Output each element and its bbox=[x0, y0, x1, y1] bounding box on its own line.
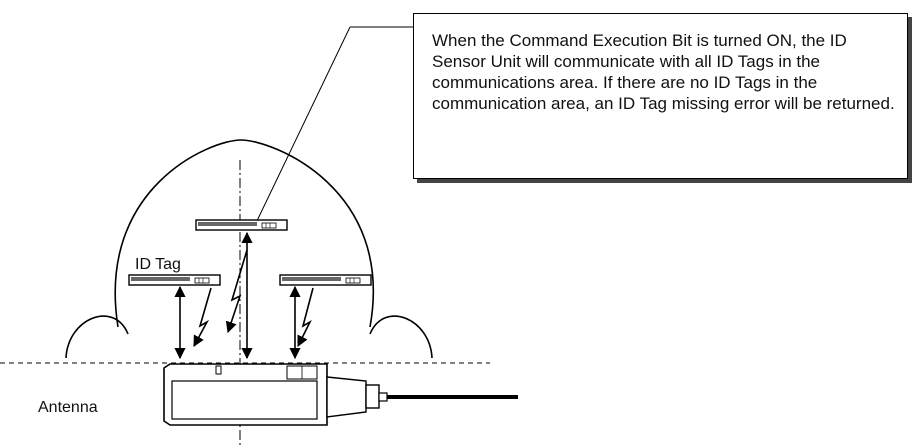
id-tag-label: ID Tag bbox=[135, 256, 181, 273]
signal-bolt-left bbox=[193, 287, 212, 347]
signal-bolt-right bbox=[297, 287, 314, 348]
id-tag-top bbox=[195, 219, 288, 231]
side-lobe-left bbox=[65, 315, 129, 359]
communication-area-boundary bbox=[114, 139, 374, 328]
antenna-body bbox=[163, 363, 328, 426]
id-tag-left bbox=[128, 274, 221, 286]
side-lobe-right bbox=[369, 315, 433, 359]
callout-leader-line bbox=[254, 26, 351, 226]
antenna-cable bbox=[326, 376, 518, 418]
antenna-label: Antenna bbox=[38, 399, 98, 416]
id-tag-right bbox=[279, 274, 372, 286]
callout-box: When the Command Execution Bit is turned… bbox=[413, 13, 908, 179]
callout-text: When the Command Execution Bit is turned… bbox=[432, 31, 895, 113]
signal-bolt-center bbox=[225, 249, 248, 334]
